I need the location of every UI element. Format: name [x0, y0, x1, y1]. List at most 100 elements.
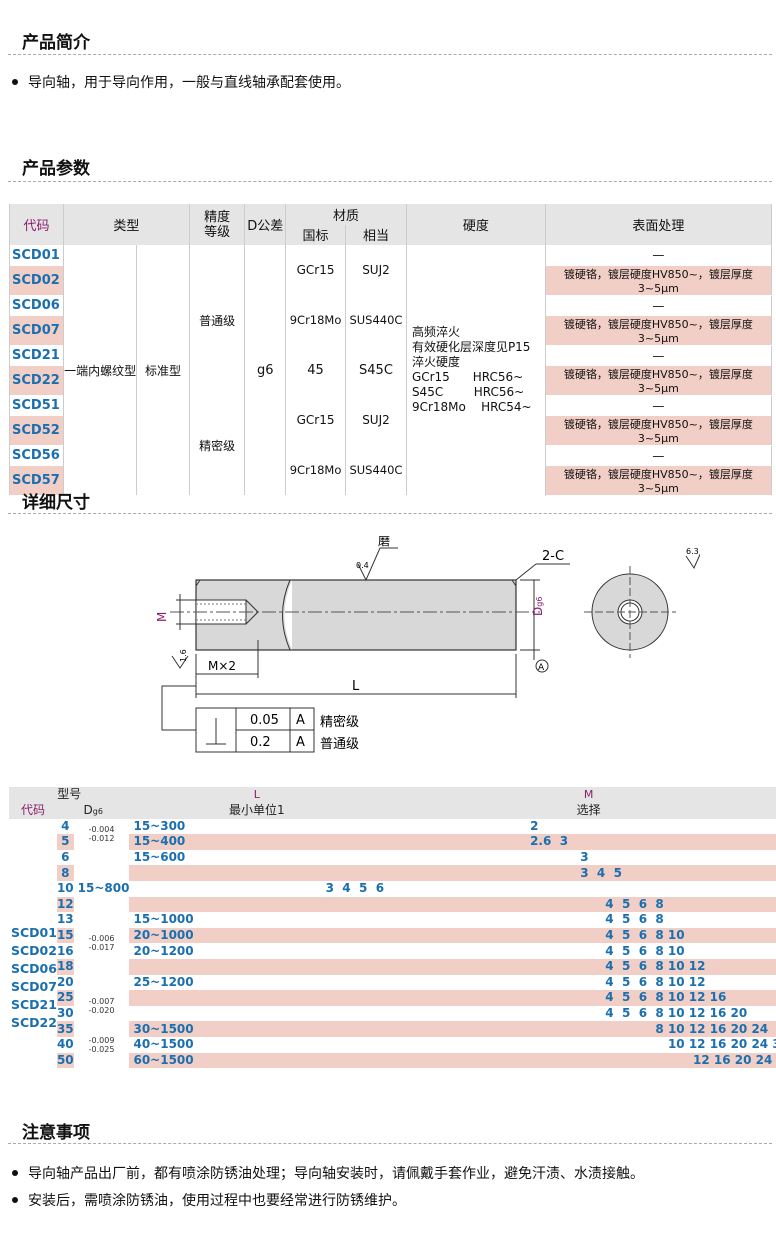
tol-cell: -0.009-0.025: [74, 1021, 130, 1068]
type1-cell: 一端内螺纹型: [62, 245, 138, 495]
l-cell: 15~400: [129, 834, 385, 850]
tol-cell: -0.006-0.017: [74, 897, 130, 991]
m-cell: 4 5 6 8 10 12: [530, 974, 706, 989]
tol-value: -0.007: [88, 996, 115, 1006]
tol-value: -0.004: [88, 825, 115, 835]
mat-cell: GCr15: [285, 395, 347, 445]
hdr-l: L: [129, 787, 385, 803]
params-table: 代码 类型 精度 等级 D公差 材质 硬度 表面处理 国标 相当 SCD01 一…: [9, 204, 773, 496]
tol-value: -0.020: [88, 1005, 115, 1015]
break-line: [282, 579, 291, 651]
m-label: M: [155, 612, 169, 622]
shaft-body: [195, 579, 517, 651]
l-label: L: [352, 679, 360, 694]
surface-cell: 镀硬铬，镀层硬度HV850~，镀层厚度3~5μm: [544, 465, 773, 496]
mat-cell: GCr15: [285, 245, 347, 295]
l-cell: 60~1500: [129, 1052, 385, 1069]
l-cell: 15~600: [133, 850, 186, 865]
tol-cell: -0.004-0.012: [74, 819, 130, 850]
hardness-line: GCr15 HRC56~: [411, 370, 524, 384]
d-cell: 5: [56, 834, 74, 850]
surface-cell: —: [544, 345, 773, 366]
prec-fine: 精密级: [188, 395, 246, 495]
size-row: 25-0.007-0.020 4 5 6 8 10 12 16: [9, 990, 776, 1015]
divider: [8, 181, 772, 182]
d-cell: 40: [56, 1037, 74, 1052]
m-cell: 3 4 5 6: [275, 881, 385, 896]
m-cell: 8 10 12 16 20 24: [384, 1021, 776, 1037]
bullet-icon: [12, 79, 18, 85]
hardness-line: S45C HRC56~: [411, 385, 525, 399]
m-cell: 3 4 5: [384, 865, 776, 881]
code-cell: SCD21: [9, 345, 64, 366]
tol-normal: 0.2: [250, 735, 271, 750]
l-cell: 25~1200: [133, 974, 194, 989]
code-cell: SCD01: [9, 245, 64, 266]
tol-value: -0.012: [88, 834, 115, 844]
d-cell: 30: [56, 1006, 74, 1021]
size-row: 12-0.006-0.017 4 5 6 8: [9, 896, 776, 952]
hdr-l-sub: 最小单位1: [129, 802, 385, 819]
surface-cell: 镀硬铬，镀层硬度HV850~，镀层厚度3~5μm: [544, 265, 773, 296]
d-label: Dg6: [531, 597, 545, 616]
hdr-m-sub: 选择: [384, 802, 776, 819]
code-cell: SCD22: [9, 365, 64, 395]
d-cell: 8: [56, 865, 74, 881]
m-cell: 10 12 16 20 24 30: [530, 1037, 776, 1052]
l-cell: [129, 896, 385, 913]
hdr-precision: 精度 等级: [188, 204, 246, 245]
surface-cell: 镀硬铬，镀层硬度HV850~，镀层厚度3~5μm: [544, 315, 773, 346]
size-table: 型号 L M C 代码 Dg6 最小单位1 选择 SCD01SCD02SCD06…: [9, 787, 776, 1069]
mat-cell: SUS440C: [345, 295, 407, 345]
l-cell: 20~1200: [133, 943, 194, 958]
mx2-label: M×2: [208, 659, 236, 673]
intro-text: 导向轴，用于导向作用，一般与直线轴承配套使用。: [28, 75, 350, 91]
code-cell: SCD56: [9, 445, 64, 466]
hdr-material: 材质: [285, 204, 407, 225]
l-cell: 30~1500: [129, 1021, 385, 1037]
divider: [8, 54, 772, 55]
grind-value: 0.4: [356, 561, 369, 570]
size-row: 8 3 4 50.5: [9, 865, 776, 881]
l-cell: [129, 990, 385, 1006]
m-cell: 4 5 6 8: [530, 912, 664, 927]
mat-cell: SUS440C: [345, 445, 407, 495]
tol-value: -0.025: [88, 1044, 115, 1054]
datum-a-text: A: [538, 663, 545, 673]
tol-datum: A: [296, 735, 305, 750]
m-cell: 4 5 6 8 10: [384, 927, 776, 944]
hdr-hardness: 硬度: [405, 204, 546, 245]
note-text: 导向轴产品出厂前，都有喷涂防锈油处理；导向轴安装时，请佩戴手套作业，避免汗渍、水…: [28, 1166, 644, 1182]
intro-bullet: 导向轴，用于导向作用，一般与直线轴承配套使用。: [12, 72, 350, 92]
m-cell: 4 5 6 8 10: [530, 943, 685, 958]
prec-normal: 普通级: [188, 245, 246, 395]
tol-cell: -0.007-0.020: [74, 990, 130, 1021]
d-cell: 13: [56, 912, 74, 927]
hdr-mat-eq: 相当: [345, 224, 407, 245]
divider: [8, 1143, 772, 1144]
shaft-drawing: M 磨 0.4 2-C Dg6 A M×2 1.6 L 0.05 0.2 A A…: [155, 536, 700, 753]
dtol-cell: g6: [244, 245, 287, 495]
fine-label: 精密级: [320, 714, 359, 730]
note-text: 安装后，需喷涂防锈油，使用过程中也要经常进行防锈维护。: [28, 1193, 406, 1209]
l-cell: 15~300: [133, 818, 186, 833]
size-code: SCD02: [11, 943, 57, 959]
surface-cell: —: [544, 295, 773, 316]
l-cell: 15~1000: [133, 912, 194, 927]
size-row: 30 4 5 6 8 10 12 16 201.0: [9, 1006, 776, 1022]
d-cell: 20: [56, 974, 74, 989]
m-cell: 4 5 6 8 10 12 16: [384, 990, 776, 1006]
tol-datum: A: [296, 713, 305, 728]
type2-cell: 标准型: [136, 245, 190, 495]
hdr-model: 型号: [9, 787, 130, 803]
size-row: 18 4 5 6 8 10 12: [9, 958, 776, 975]
d-cell: 35: [56, 1021, 74, 1037]
mat-cell: SUJ2: [345, 395, 407, 445]
